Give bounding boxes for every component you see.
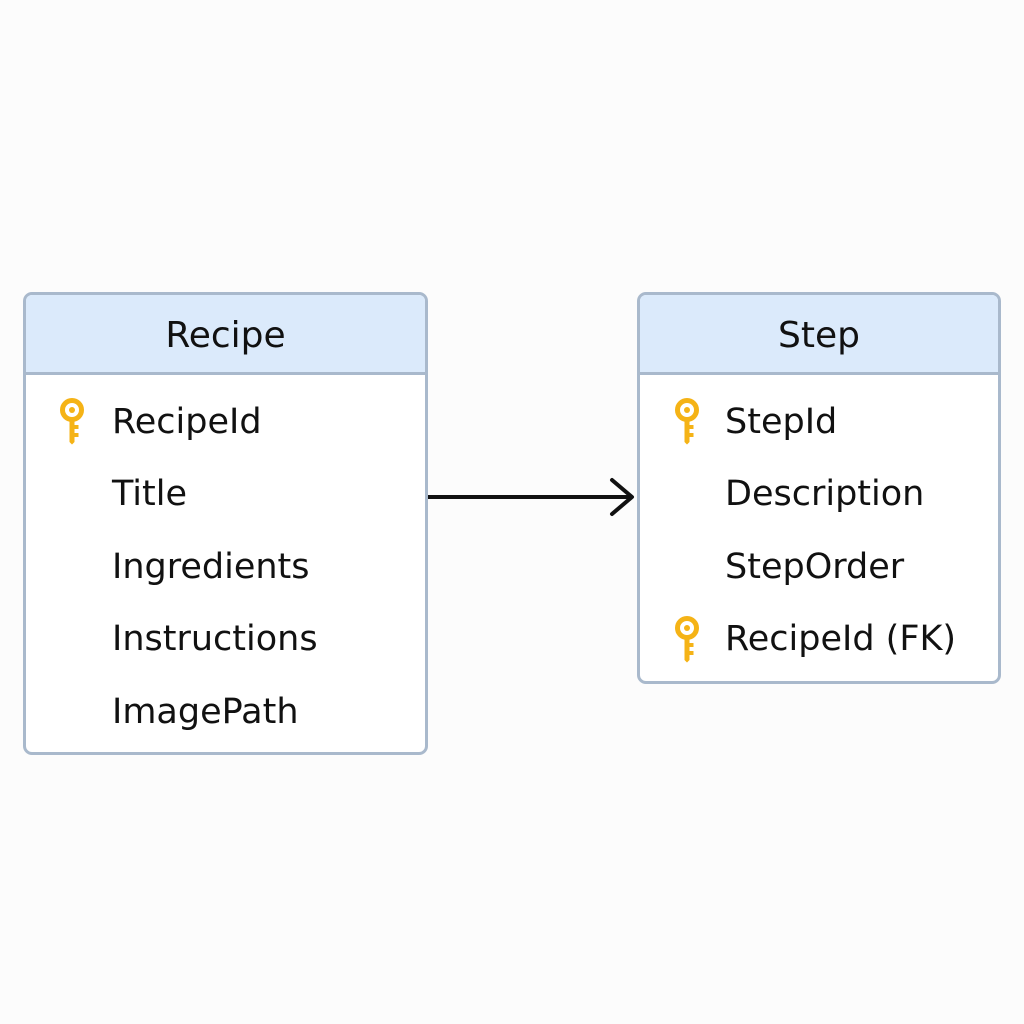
field-row: StepOrder [640,531,998,604]
arrow-head [610,478,634,516]
field-name: RecipeId [112,401,262,442]
key-icon [60,398,84,445]
key-icon [675,398,699,445]
field-row: Instructions [26,604,425,677]
field-name: Instructions [112,619,318,660]
field-name: StepId [725,401,838,442]
field-name: ImagePath [112,691,299,732]
field-row: RecipeId [26,386,425,459]
entity-step: Step StepId Description StepOrder [637,292,1001,684]
field-row: ImagePath [26,676,425,749]
field-name: RecipeId (FK) [725,619,957,660]
field-list: RecipeId Title Ingredients Instructions … [26,375,425,749]
entity-title: Recipe [26,295,425,375]
field-name: Description [725,474,925,515]
field-list: StepId Description StepOrder RecipeId (F… [640,375,998,676]
entity-recipe: Recipe RecipeId Title Ingredients Instru… [23,292,428,755]
field-row: StepId [640,386,998,459]
key-icon [675,615,699,663]
field-row: Ingredients [26,531,425,604]
entity-title: Step [640,295,998,375]
field-row: Description [640,459,998,532]
field-row: RecipeId (FK) [640,604,998,677]
field-name: Title [112,474,188,515]
field-row: Title [26,459,425,532]
field-name: Ingredients [112,546,310,587]
field-name: StepOrder [725,546,905,587]
